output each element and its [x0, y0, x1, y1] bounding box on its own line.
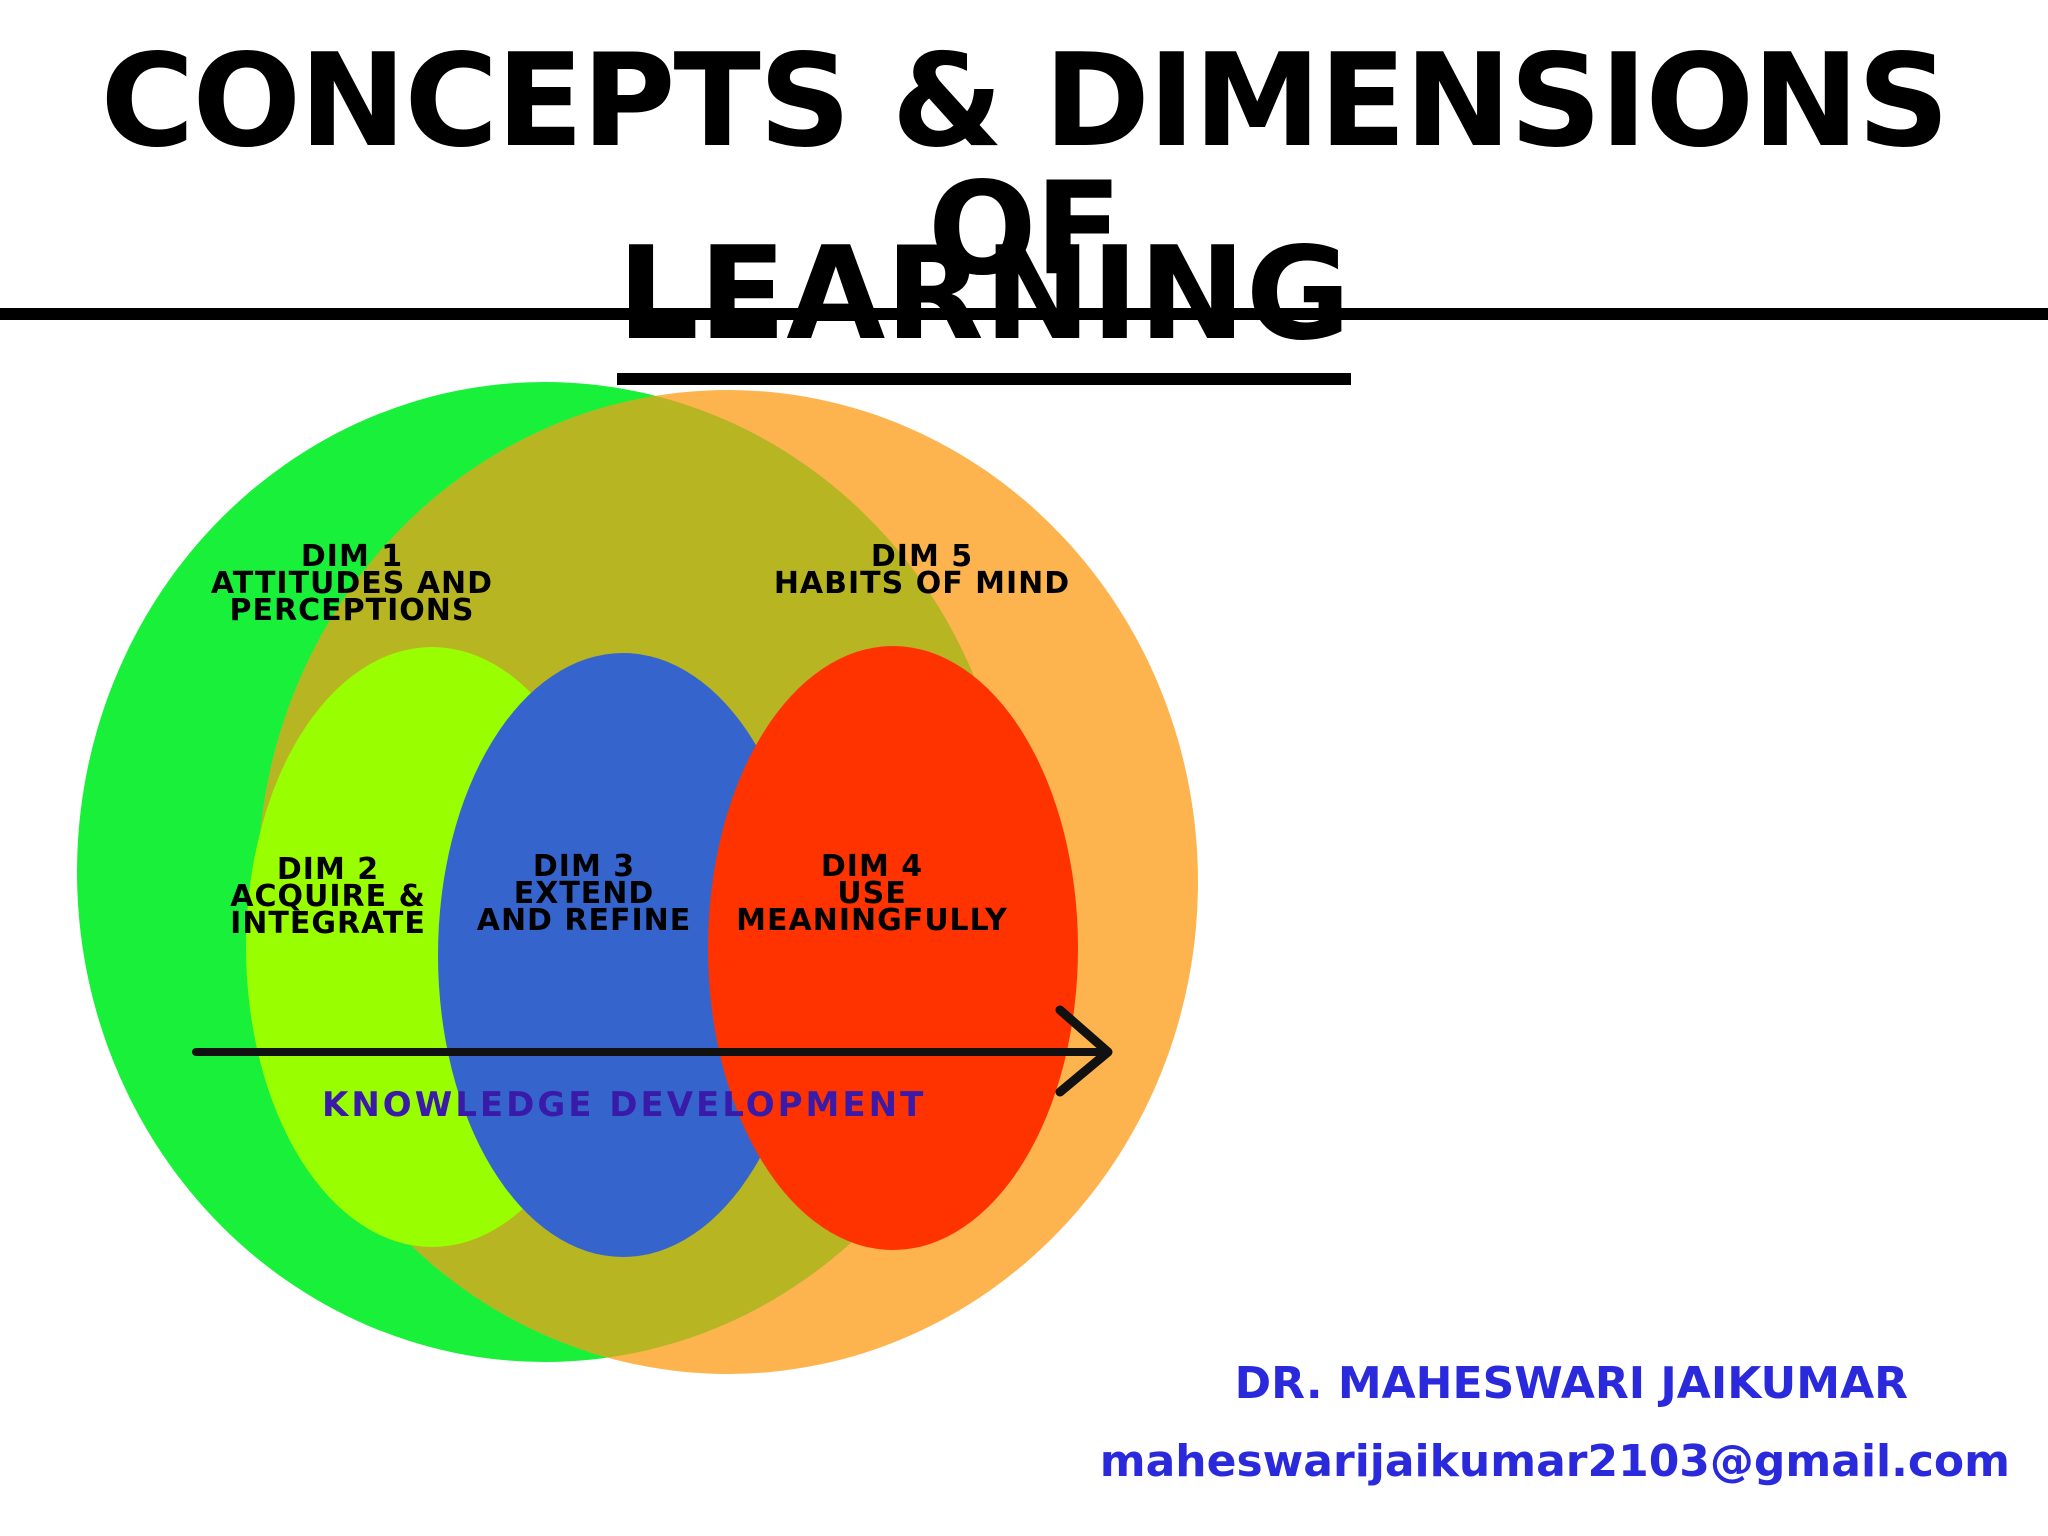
- title-text-1: CONCEPTS & DIMENSIONS OF: [0, 38, 2048, 320]
- title-text-2: LEARNING: [617, 231, 1351, 385]
- dim4-label-line1: DIM 4: [821, 849, 923, 884]
- dim1-label-line3: PERCEPTIONS: [230, 593, 475, 628]
- dim2-label-line3: INTEGRATE: [230, 906, 426, 941]
- author-email: maheswarijaikumar2103@gmail.com: [1099, 1436, 2010, 1487]
- dim2-label-line1: DIM 2: [277, 852, 379, 887]
- dim3-label-line3: AND REFINE: [477, 903, 692, 938]
- dim5-label-line1: DIM 5: [871, 539, 973, 574]
- dim1-label-line2: ATTITUDES AND: [211, 566, 493, 601]
- dim1-label-line1: DIM 1: [301, 539, 403, 574]
- dim3-ellipse: [438, 653, 808, 1257]
- author-name: DR. MAHESWARI JAIKUMAR: [1234, 1358, 1908, 1409]
- dim4-ellipse: [708, 646, 1078, 1250]
- dim3-label-line2: EXTEND: [514, 876, 655, 911]
- page-title-line-1: CONCEPTS & DIMENSIONS OF: [0, 38, 2048, 320]
- dimensions-of-learning-diagram: DIM 1 ATTITUDES AND PERCEPTIONS DIM 5 HA…: [77, 382, 1198, 1374]
- dim5-label-line2: HABITS OF MIND: [774, 566, 1070, 601]
- dim4-label-line3: MEANINGFULLY: [736, 903, 1008, 938]
- knowledge-development-label: KNOWLEDGE DEVELOPMENT: [322, 1085, 926, 1125]
- dim4-label-line2: USE: [837, 876, 906, 911]
- page-title-line-2: LEARNING: [0, 220, 2008, 385]
- dim3-label-line1: DIM 3: [533, 849, 635, 884]
- arrowhead-icon: [1055, 1005, 1113, 1097]
- dim2-label-line2: ACQUIRE &: [230, 879, 425, 914]
